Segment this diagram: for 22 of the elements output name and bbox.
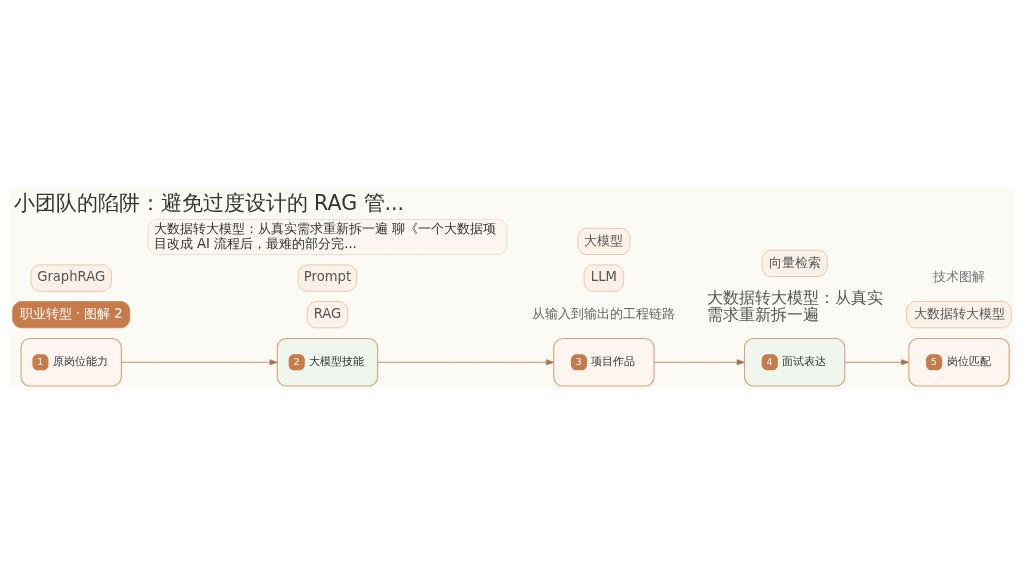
label: 向量检索 (768, 254, 821, 270)
arrow (653, 358, 745, 365)
label: 大数据转大模型：从真实需求重新拆一遍 (706, 287, 883, 324)
label: 大数据转大模型 (913, 305, 1005, 321)
label: 从输入到输出的工程链路 (532, 305, 676, 321)
node-box: 3 项目作品 (553, 337, 655, 387)
label: 职业转型 · 图解 2 (19, 305, 123, 321)
label: Prompt (303, 268, 352, 284)
arrow (844, 358, 910, 365)
diagram-title: 小团队的陷阱：避免过度设计的 RAG 管... (13, 190, 405, 215)
label: 大数据转大模型：从真实需求重新拆一遍 聊《一个大数据项目改成 AI 流程后，最难的部分完... (153, 220, 497, 251)
node-box: 2 大模型技能 (276, 337, 379, 387)
node-box: 4 面试表达 (743, 337, 846, 387)
label: LLM (590, 268, 617, 284)
node-box: 5 岗位匹配 (908, 337, 1010, 387)
node-box: 1 原岗位能力 (20, 337, 122, 387)
label: RAG (313, 305, 342, 321)
arrow (121, 358, 278, 365)
arrow (377, 358, 554, 365)
label: 技术图解 (933, 268, 986, 284)
label: GraphRAG (37, 268, 106, 284)
label: 大模型 (584, 232, 624, 248)
